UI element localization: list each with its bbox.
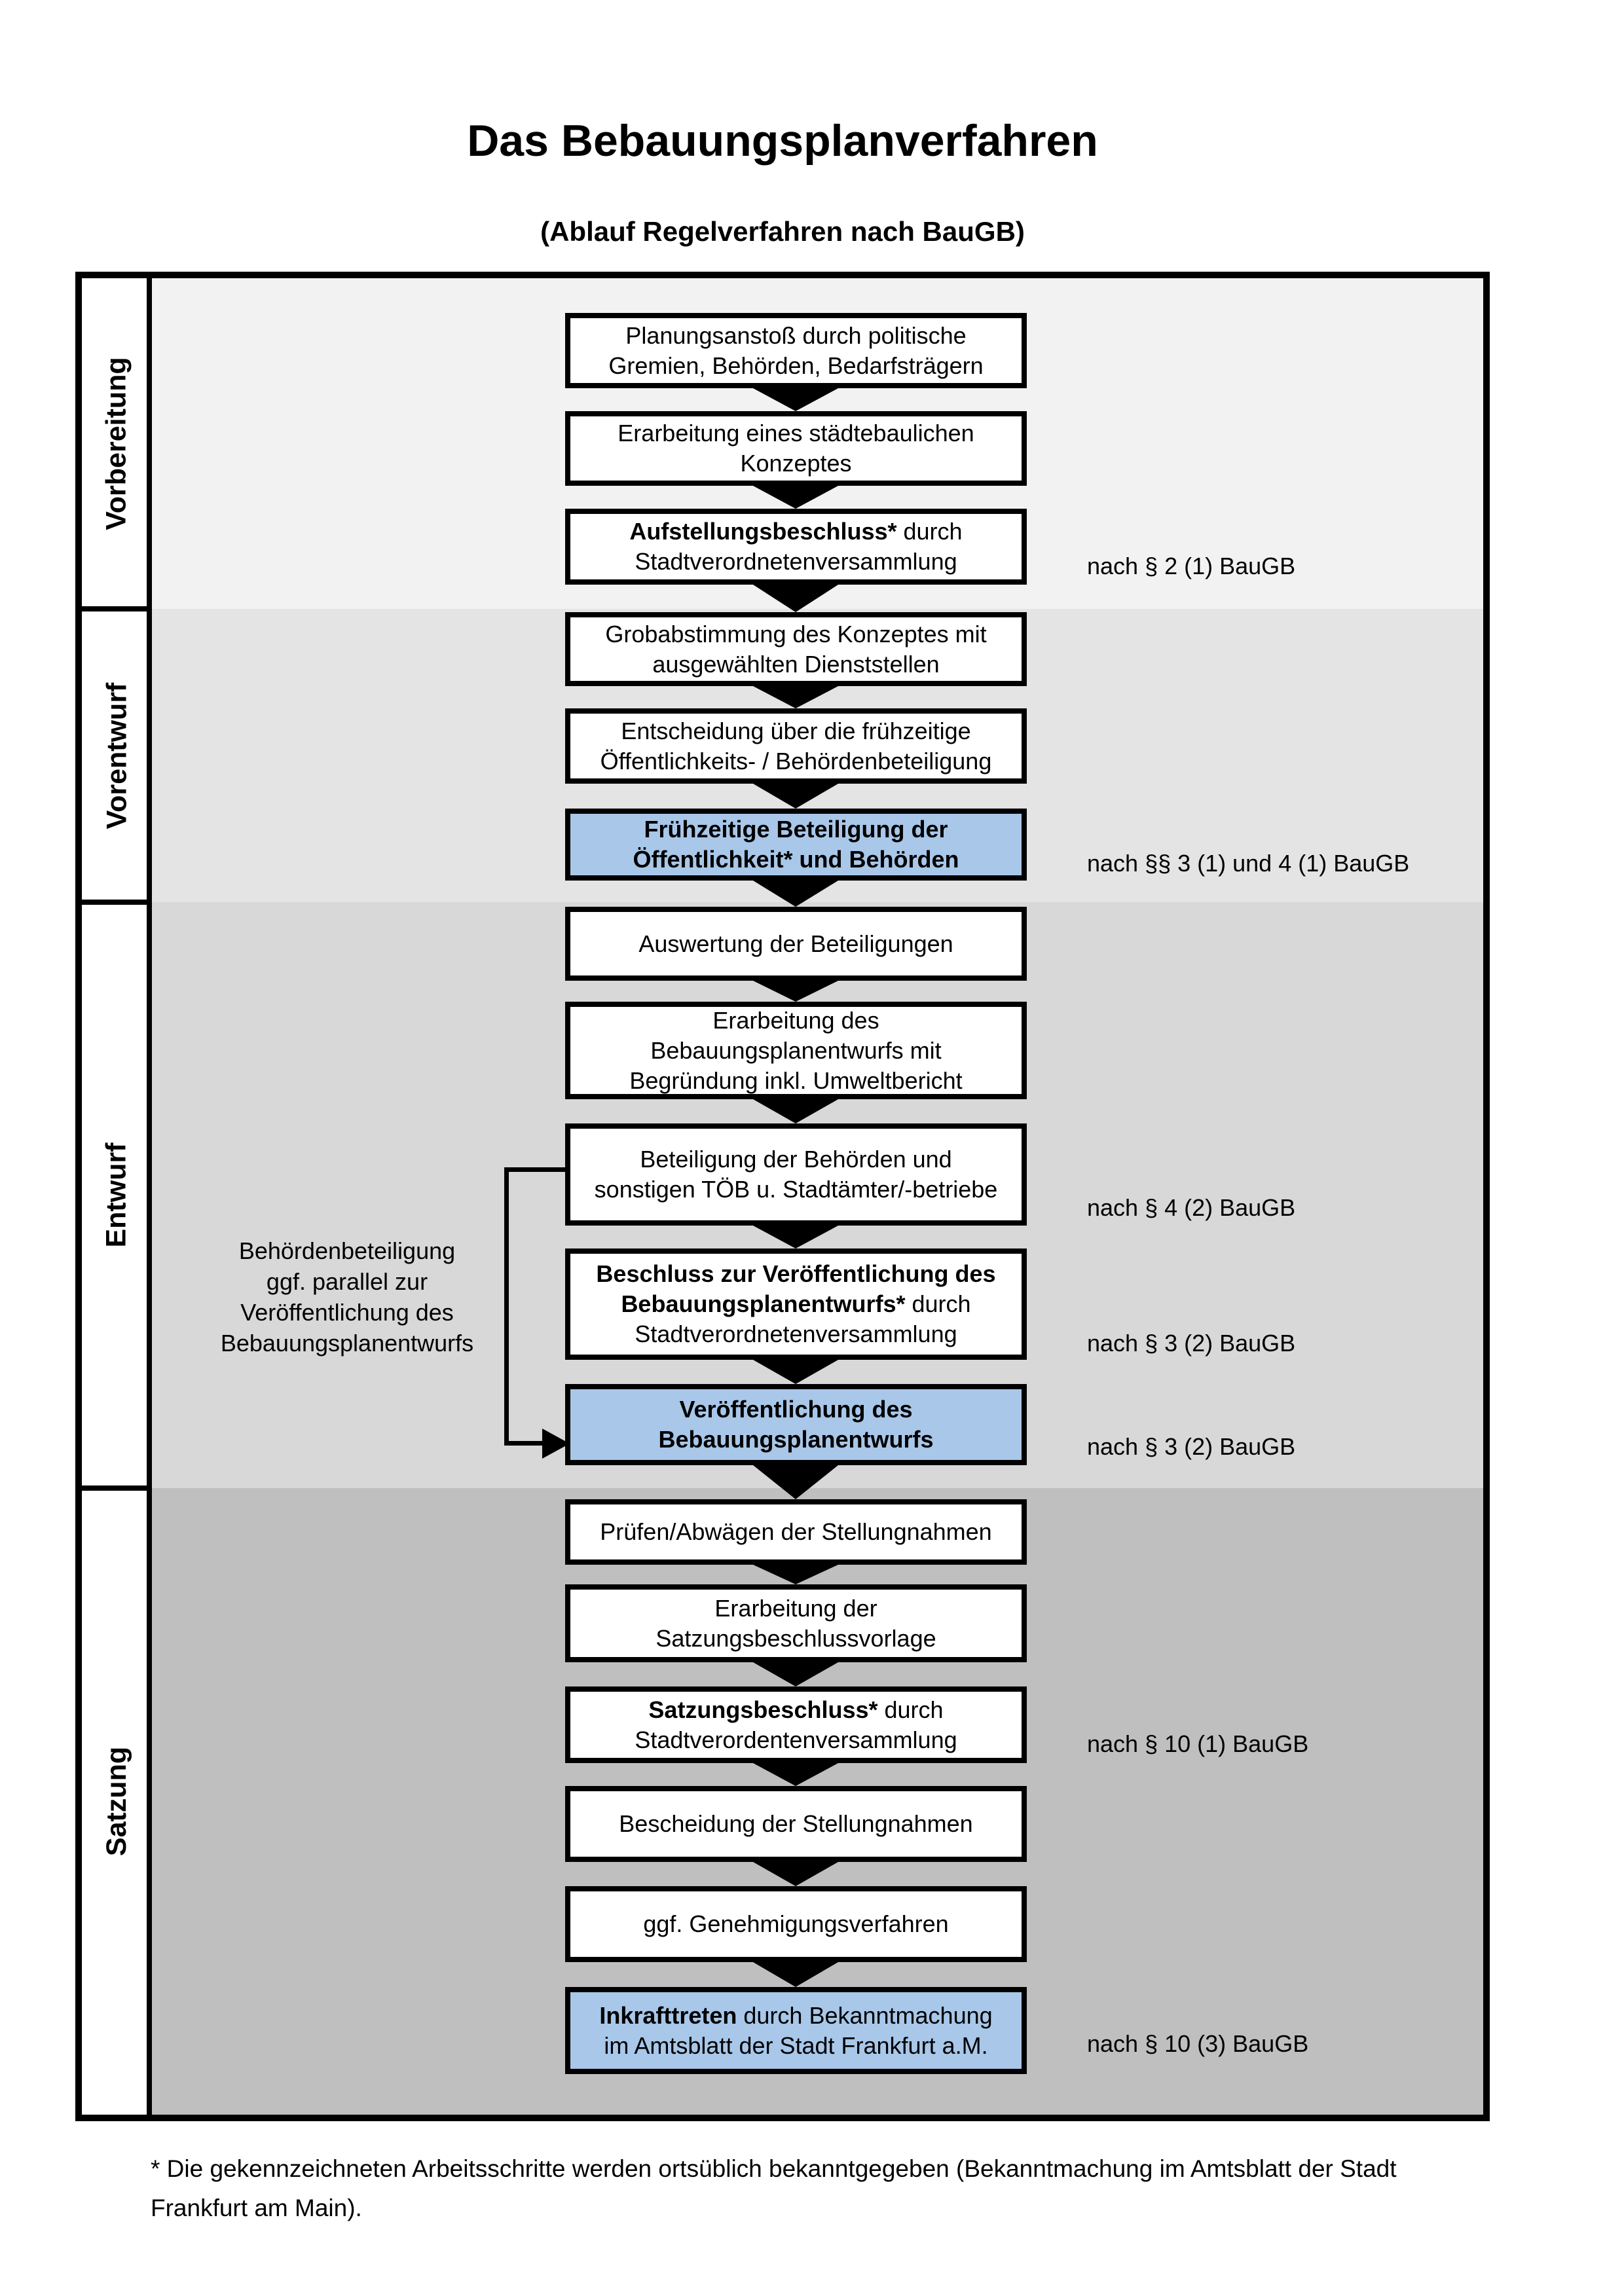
phase-divider xyxy=(82,606,152,611)
arrow-down-icon xyxy=(753,981,838,1002)
legal-ref: nach §§ 3 (1) und 4 (1) BauGB xyxy=(1087,850,1410,877)
parallel-note-line: Behördenbeteiligung xyxy=(238,1237,456,1264)
phase-label-entwurf: Entwurf xyxy=(101,1142,133,1248)
arrow-down-icon xyxy=(753,1862,838,1886)
legal-ref: nach § 3 (2) BauGB xyxy=(1087,1433,1296,1460)
legal-ref: nach § 3 (2) BauGB xyxy=(1087,1330,1296,1357)
footnote-line: Frankfurt am Main). xyxy=(151,2195,362,2221)
parallel-note-line: Veröffentlichung des xyxy=(240,1299,454,1326)
arrow-right-icon xyxy=(542,1429,570,1459)
phase-label-vorbereitung: Vorbereitung xyxy=(101,357,133,530)
arrow-down-icon xyxy=(753,1565,838,1584)
legal-ref: nach § 2 (1) BauGB xyxy=(1087,553,1296,579)
arrow-down-icon xyxy=(753,784,838,809)
arrow-down-icon xyxy=(753,388,838,411)
arrow-down-icon xyxy=(753,881,838,907)
process-step: ggf. Genehmigungsverfahren xyxy=(565,1886,1027,1962)
diagram-frame: Vorbereitung Vorentwurf Entwurf Satzung … xyxy=(75,272,1490,2121)
phase-label-vorentwurf: Vorentwurf xyxy=(101,682,133,829)
arrow-down-icon xyxy=(753,585,838,612)
process-step: Bescheidung der Stellungnahmen xyxy=(565,1786,1027,1862)
connector-line xyxy=(504,1441,542,1446)
arrow-down-icon xyxy=(753,486,838,509)
arrow-down-icon xyxy=(753,1763,838,1786)
phase-divider xyxy=(82,900,152,905)
connector-line xyxy=(504,1167,565,1172)
parallel-note-line: Bebauungsplanentwurfs xyxy=(220,1330,474,1357)
legal-ref: nach § 10 (1) BauGB xyxy=(1087,1730,1309,1757)
process-step: Prüfen/Abwägen der Stellungnahmen xyxy=(565,1499,1027,1565)
phase-label-satzung: Satzung xyxy=(101,1746,132,1857)
phase-divider xyxy=(82,1485,152,1491)
arrow-down-icon xyxy=(753,686,838,708)
arrow-down-icon xyxy=(753,1099,838,1123)
process-step: Auswertung der Beteiligungen xyxy=(565,907,1027,981)
parallel-note: Behördenbeteiligung ggf. parallel zur Ve… xyxy=(138,1235,557,1358)
footnote: * Die gekennzeichneten Arbeitsschritte w… xyxy=(151,2149,1552,2228)
arrow-down-icon xyxy=(753,1360,838,1384)
connector-line xyxy=(504,1167,509,1446)
arrow-down-icon xyxy=(753,1226,838,1248)
page-subtitle: (Ablauf Regelverfahren nach BauGB) xyxy=(540,216,1025,247)
page-title: Das Bebauungsplanverfahren xyxy=(467,116,1098,166)
legal-ref: nach § 10 (3) BauGB xyxy=(1087,2030,1309,2057)
arrow-down-icon xyxy=(753,1465,838,1499)
arrow-down-icon xyxy=(753,1662,838,1686)
legal-ref: nach § 4 (2) BauGB xyxy=(1087,1194,1296,1221)
footnote-line: * Die gekennzeichneten Arbeitsschritte w… xyxy=(151,2155,1397,2182)
phase-label-column xyxy=(82,278,152,2115)
parallel-note-line: ggf. parallel zur xyxy=(266,1268,428,1295)
arrow-down-icon xyxy=(753,1962,838,1987)
